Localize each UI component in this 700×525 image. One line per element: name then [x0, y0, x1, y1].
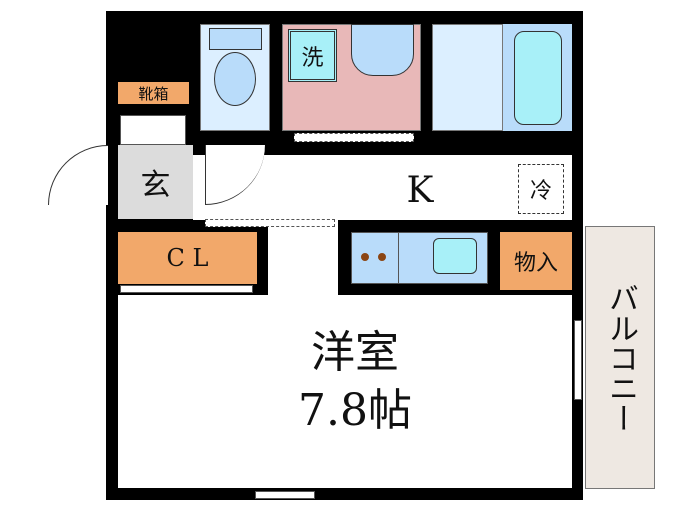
kitchen-label: K	[406, 169, 434, 211]
sliding-door	[294, 133, 414, 142]
kitchen-door	[205, 219, 335, 227]
main-room-upper	[268, 220, 338, 300]
storage: 物入	[500, 232, 572, 290]
closet: C L	[118, 232, 257, 284]
fridge: 冷	[518, 164, 564, 214]
counter-divider	[398, 232, 399, 284]
toilet-bowl-icon	[214, 52, 256, 106]
entry-door	[48, 145, 108, 205]
entrance: 玄	[118, 145, 193, 219]
room-size: 7.8帖	[298, 385, 412, 436]
closet-door	[120, 285, 253, 293]
main-room	[118, 295, 572, 488]
balcony-label: バルコニー	[603, 282, 638, 433]
washer: 洗	[288, 29, 337, 82]
shoe-box-door	[120, 115, 186, 145]
stove-burner-icon	[361, 253, 369, 261]
sink-icon	[433, 238, 477, 274]
balcony: バルコニー	[585, 226, 655, 489]
toilet-tank	[209, 28, 262, 50]
window-right	[574, 320, 582, 400]
stove-burner-icon	[378, 253, 386, 261]
room-name: 洋室	[311, 327, 399, 378]
window-bottom	[255, 491, 315, 499]
shoe-box: 靴箱	[118, 82, 189, 104]
bathtub-icon	[514, 31, 562, 125]
wash-basin-icon	[351, 24, 414, 76]
